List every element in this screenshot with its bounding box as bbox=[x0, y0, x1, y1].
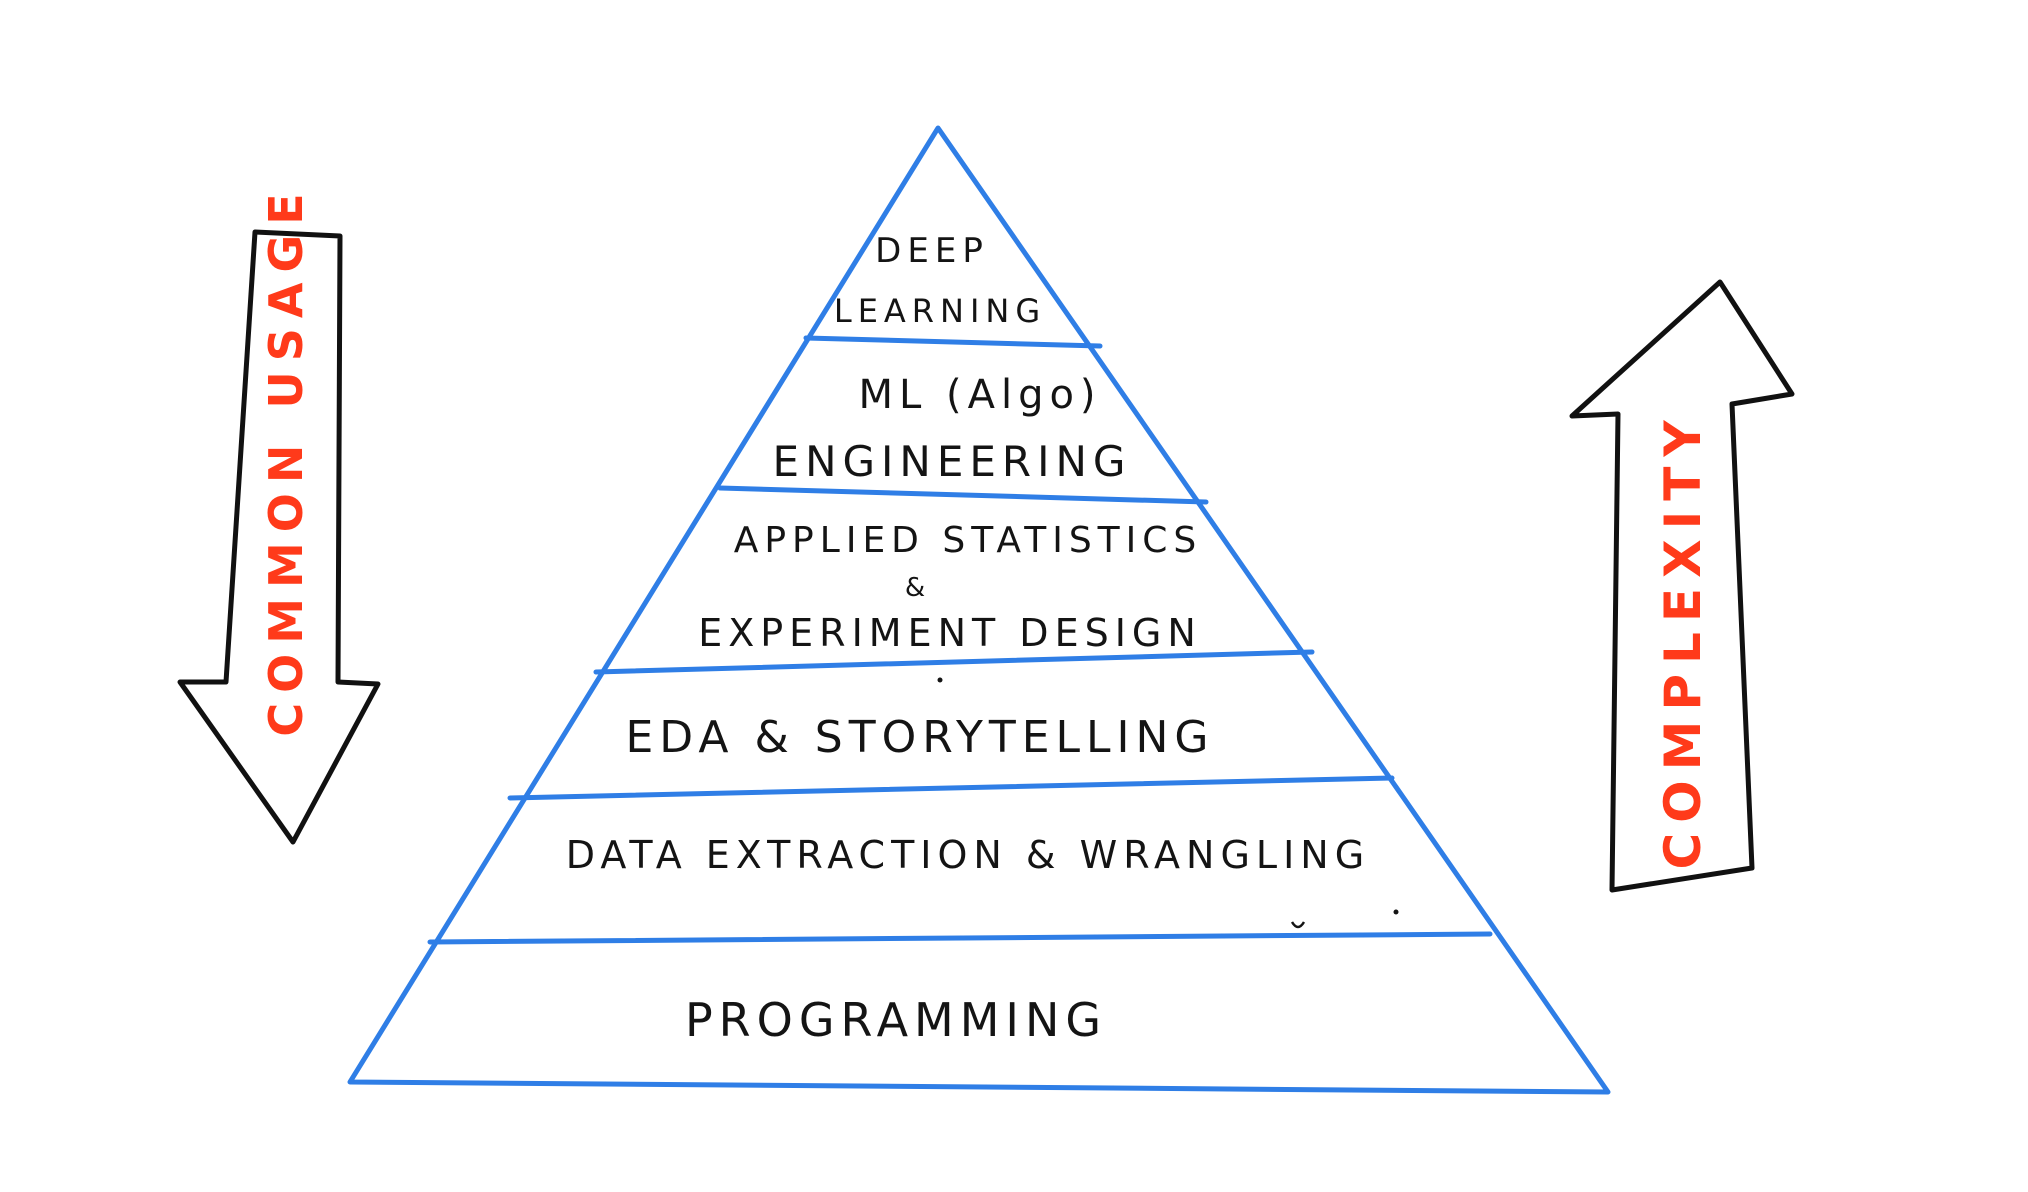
layer-label-line: DATA EXTRACTION & WRANGLING bbox=[566, 833, 1370, 877]
layer-label-line: EXPERIMENT DESIGN bbox=[698, 611, 1202, 655]
layer-divider bbox=[717, 485, 1209, 505]
common-usage-arrow: COMMON USAGE bbox=[177, 183, 381, 845]
layer-label-line: PROGRAMMING bbox=[685, 993, 1107, 1047]
layer-label-line: APPLIED STATISTICS bbox=[734, 520, 1203, 561]
complexity-arrow: COMPLEXITY bbox=[1569, 279, 1795, 893]
layer-eda-storytelling: EDA & STORYTELLING bbox=[625, 712, 1214, 763]
layer-divider bbox=[427, 931, 1493, 945]
pen-dot bbox=[937, 677, 943, 683]
layer-divider bbox=[593, 649, 1315, 675]
common-usage-label: COMMON USAGE bbox=[259, 183, 313, 736]
pen-mark bbox=[1290, 921, 1306, 929]
layer-label-line: DEEP bbox=[875, 231, 989, 271]
up-arrow-shape bbox=[1569, 279, 1795, 893]
layer-divider bbox=[803, 335, 1103, 349]
pyramid: DEEP LEARNING ML (Algo) ENGINEERING APPL… bbox=[347, 125, 1611, 1095]
layer-label-line: LEARNING bbox=[834, 292, 1046, 330]
layer-label-line: EDA & STORYTELLING bbox=[625, 712, 1214, 763]
layer-ml-engineering: ML (Algo) ENGINEERING bbox=[773, 372, 1132, 486]
layer-divider bbox=[507, 775, 1395, 801]
complexity-label: COMPLEXITY bbox=[1654, 410, 1712, 869]
layer-label-line: & bbox=[905, 573, 931, 603]
pen-dot bbox=[1393, 909, 1399, 915]
pyramid-outline bbox=[347, 125, 1611, 1095]
layer-applied-statistics: APPLIED STATISTICS & EXPERIMENT DESIGN bbox=[698, 520, 1203, 655]
layer-label-line: ML (Algo) bbox=[858, 372, 1101, 418]
layer-deep-learning: DEEP LEARNING bbox=[834, 231, 1046, 330]
layer-label-line: ENGINEERING bbox=[773, 437, 1132, 486]
layer-data-extraction: DATA EXTRACTION & WRANGLING bbox=[566, 833, 1370, 877]
down-arrow-shape bbox=[177, 229, 381, 845]
layer-programming: PROGRAMMING bbox=[685, 993, 1107, 1047]
